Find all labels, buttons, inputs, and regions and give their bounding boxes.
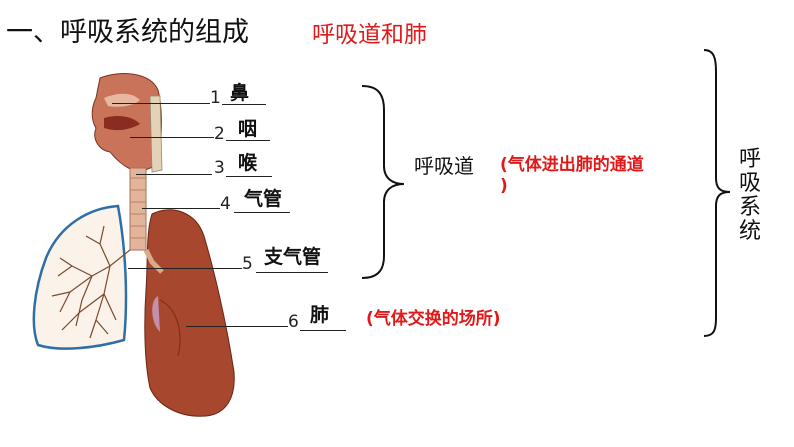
system-label-char-4: 统 — [738, 219, 761, 244]
part-answer-4: 气管 — [244, 188, 283, 210]
part-answer-1: 鼻 — [230, 82, 250, 104]
left-lung-section — [32, 204, 128, 350]
leader-line-5 — [128, 268, 242, 269]
bronchial-tree — [51, 225, 131, 339]
page-title: 一、呼吸系统的组成 — [6, 17, 249, 48]
airway-label: 呼吸道 — [414, 154, 474, 178]
leader-line-6 — [186, 326, 288, 327]
part-blank-6 — [300, 330, 346, 331]
part-number-4: 4 — [220, 194, 231, 214]
part-blank-1 — [222, 104, 266, 105]
leader-line-2 — [130, 137, 214, 138]
part-blank-2 — [226, 140, 270, 141]
system-brace — [703, 49, 731, 337]
part-number-3: 3 — [214, 158, 225, 178]
part-answer-5: 支气管 — [264, 246, 322, 268]
page-subtitle: 呼吸道和肺 — [312, 22, 427, 48]
part-answer-6: 肺 — [310, 304, 330, 326]
leader-line-1 — [112, 103, 210, 104]
part-answer-2: 咽 — [238, 118, 258, 140]
spine — [149, 95, 163, 173]
part-number-5: 5 — [242, 254, 253, 274]
part-number-2: 2 — [214, 124, 225, 144]
right-lung — [144, 209, 235, 417]
part-blank-3 — [226, 176, 272, 177]
part-blank-5 — [256, 272, 328, 273]
leader-line-3 — [136, 174, 212, 175]
system-label-char-3: 系 — [738, 195, 761, 220]
system-label: 呼 吸 系 统 — [737, 148, 763, 244]
part-answer-3: 喉 — [238, 152, 258, 174]
system-label-char-1: 呼 — [738, 147, 761, 172]
airway-note: (气体进出肺的通道 — [500, 155, 644, 175]
system-label-char-2: 吸 — [738, 171, 761, 196]
part-blank-4 — [234, 212, 290, 213]
part-number-6: 6 — [288, 312, 299, 332]
oral-cavity — [104, 116, 140, 131]
leader-line-4 — [142, 208, 220, 209]
lung-note: (气体交换的场所) — [366, 309, 501, 329]
airway-note-end: ) — [500, 176, 508, 196]
airway-brace — [361, 85, 405, 279]
part-number-1: 1 — [210, 88, 221, 108]
